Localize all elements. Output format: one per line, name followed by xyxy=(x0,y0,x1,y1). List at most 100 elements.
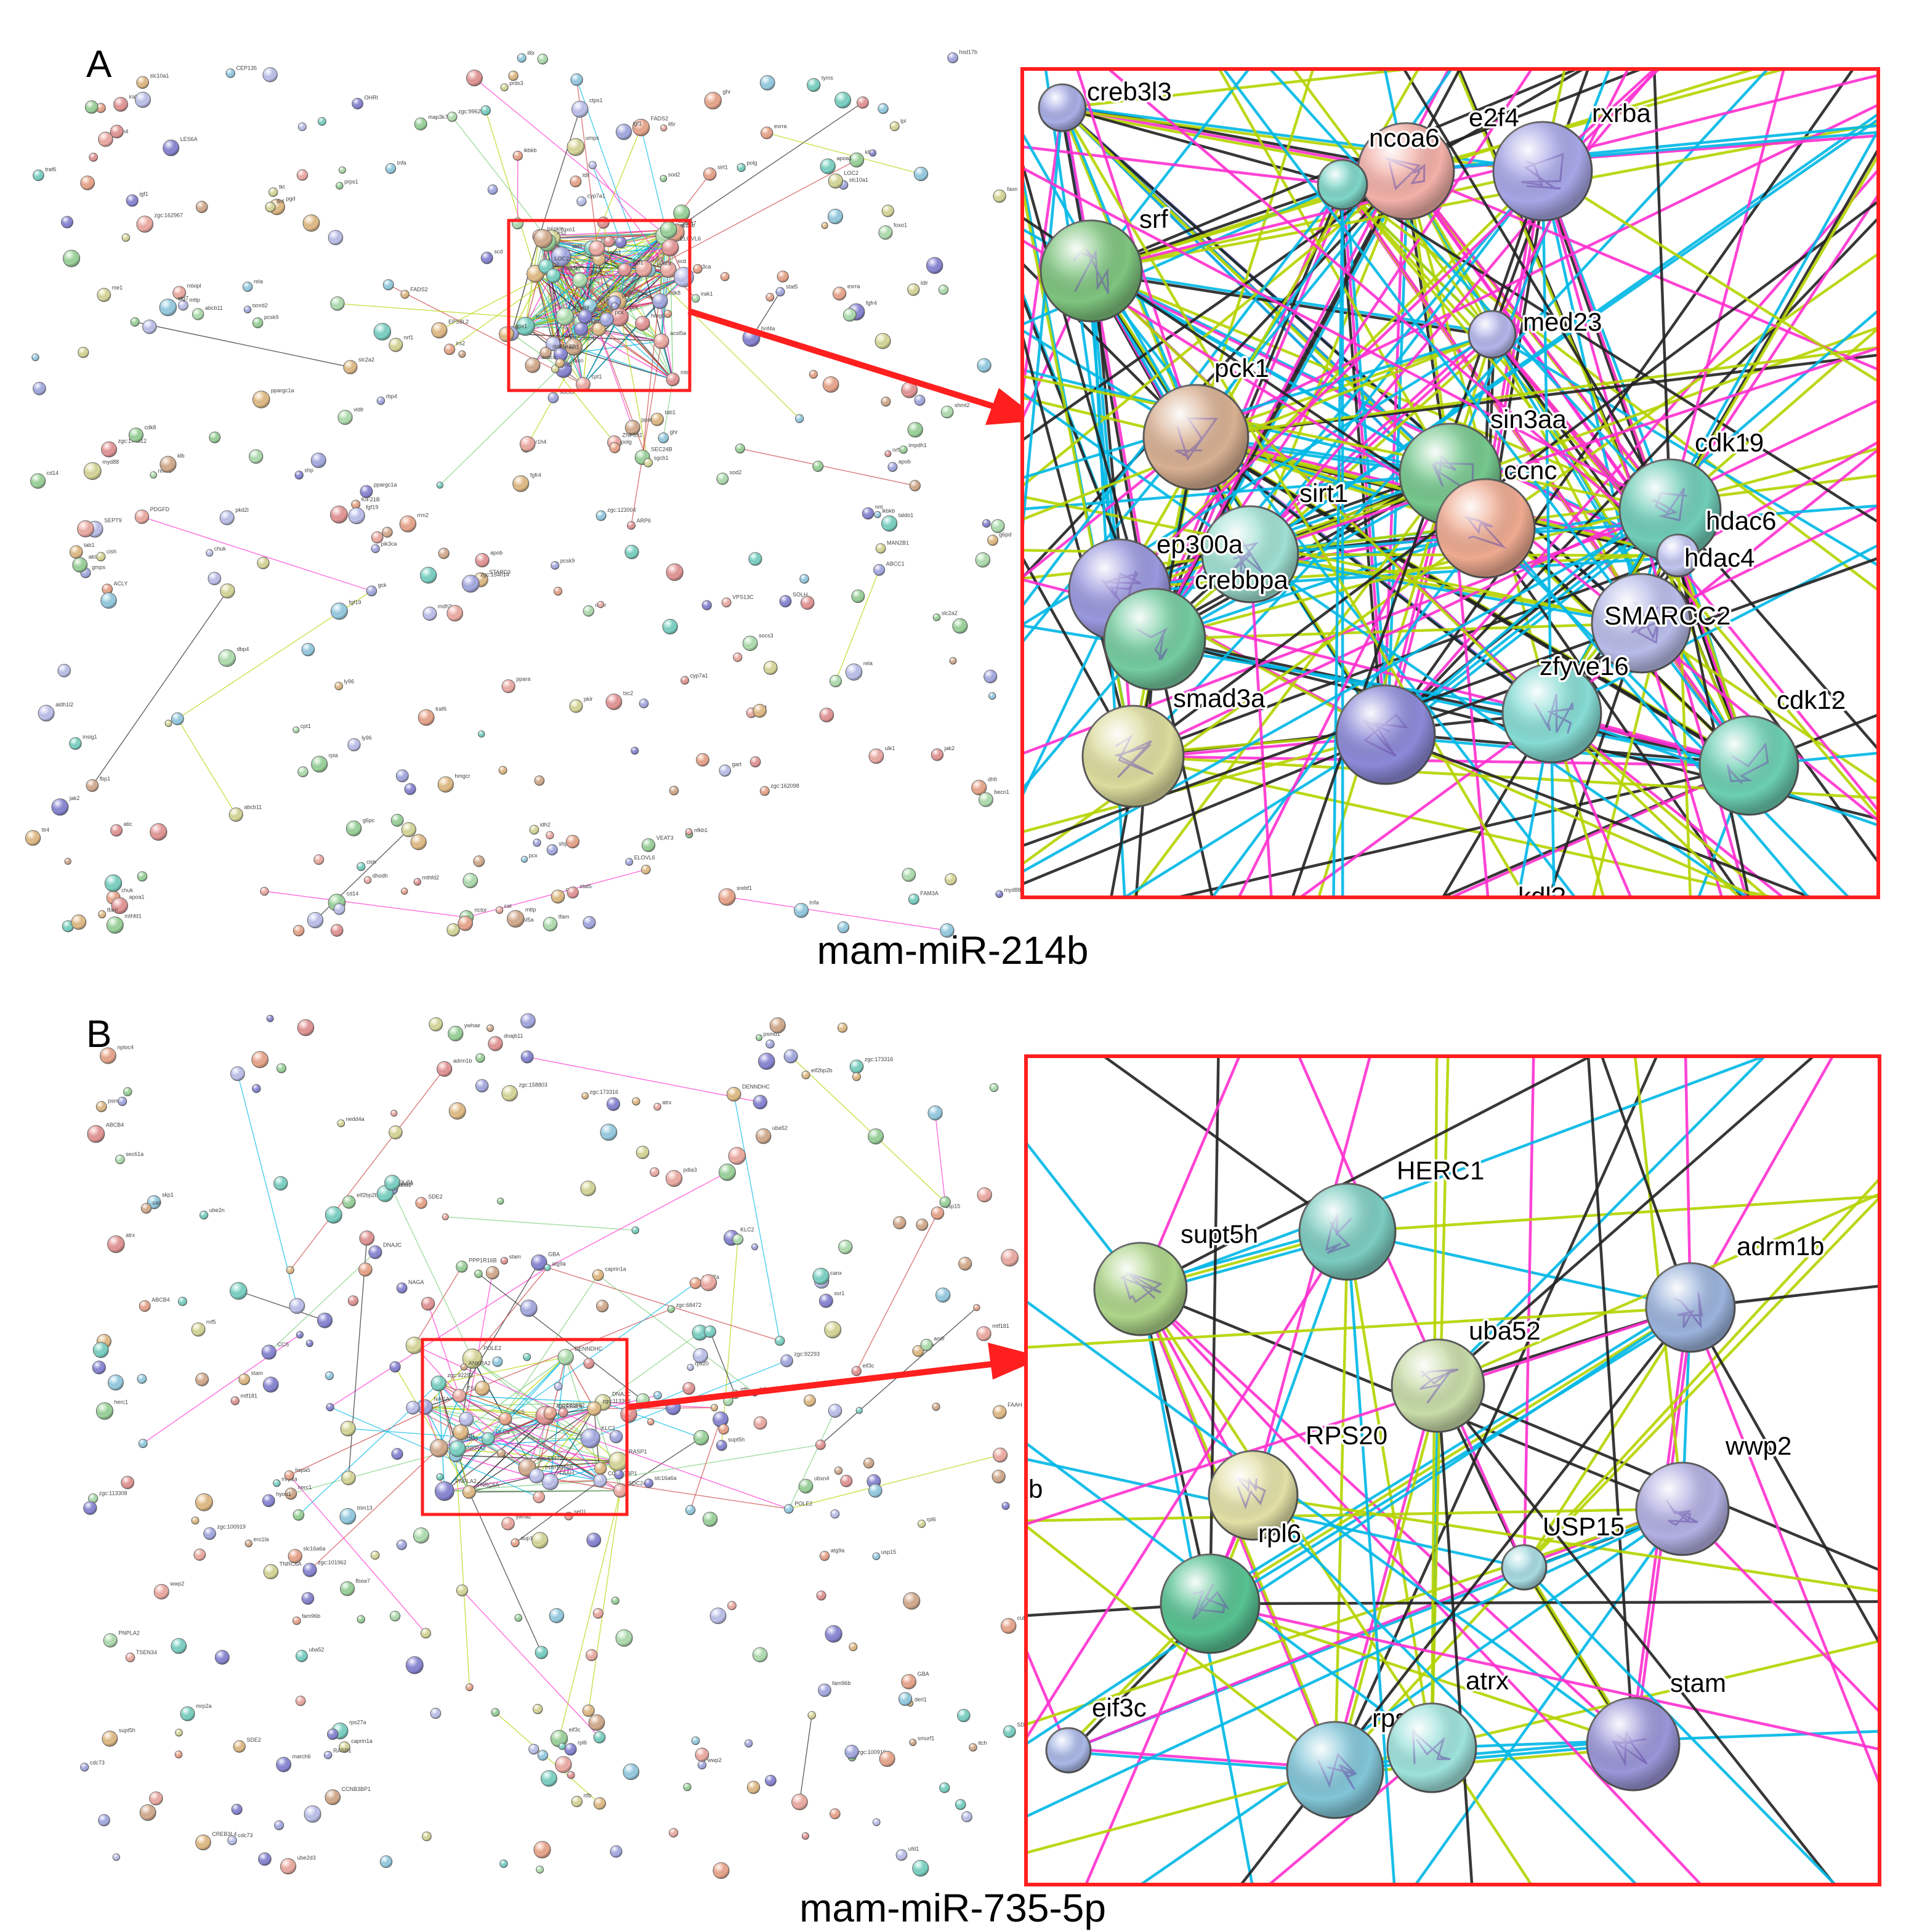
overview-node-label: atg9a xyxy=(831,1548,845,1554)
node-creb3l3[interactable]: creb3l3 xyxy=(1038,75,1174,132)
node-RPS20[interactable]: RPS20 xyxy=(1304,1419,1390,1452)
node-pck1[interactable]: pck1 xyxy=(1142,352,1271,491)
node-bottom_cut[interactable]: kdl? xyxy=(1516,880,1568,911)
zoom-edge xyxy=(1250,474,1878,556)
overview-node-label: polg xyxy=(621,439,632,445)
overview-node-label: gpx1 xyxy=(515,323,527,329)
node-stam[interactable]: stam xyxy=(1586,1667,1729,1792)
node-gloss xyxy=(1620,459,1721,560)
overview-node-label: apoa1 xyxy=(836,155,852,161)
node-label: rxrba xyxy=(1592,99,1651,127)
node-hdac4[interactable]: hdac4 xyxy=(1656,533,1757,578)
overview-node-label: cd14 xyxy=(347,891,359,897)
node-ncoa6[interactable]: ncoa6 xyxy=(1357,121,1455,220)
node-atrx[interactable]: atrx xyxy=(1386,1664,1511,1793)
overview-node-label: SDE2 xyxy=(428,1194,443,1200)
overview-node-label: foxo1 xyxy=(562,226,575,232)
overview-node-label: rps20 xyxy=(399,1181,413,1187)
node-teal_ball[interactable] xyxy=(1160,1553,1261,1654)
node-gloss xyxy=(1094,1243,1187,1335)
overview-node-label: usp15 xyxy=(881,1549,897,1555)
overview-node-label: map3k7 xyxy=(428,114,448,120)
node-HERC1[interactable]: HERC1 xyxy=(1298,1154,1487,1281)
node-cdk19[interactable]: cdk19 xyxy=(1618,426,1766,562)
overview-node-label: txnrd2 xyxy=(252,302,268,309)
overview-node-label: ghr xyxy=(722,89,730,95)
node-rpl6[interactable]: rpl6 xyxy=(1208,1450,1304,1550)
node-eif3c[interactable]: eif3c xyxy=(1045,1691,1149,1774)
node-smad3a[interactable]: smad3a xyxy=(1081,682,1268,808)
overview-node-label: DENNDHC xyxy=(742,1083,770,1089)
panel-a-caption: mam-miR-214b xyxy=(817,928,1089,972)
overview-node-label: stat5 xyxy=(579,883,592,889)
node-supt5h[interactable]: supt5h xyxy=(1093,1218,1261,1336)
zoom-edge xyxy=(1106,69,1679,557)
node-wwp2[interactable]: wwp2 xyxy=(1635,1429,1794,1556)
node-crebbpa[interactable]: crebbpa xyxy=(1103,564,1291,691)
node-USP15[interactable]: USP15 xyxy=(1501,1510,1627,1591)
node-blueball[interactable] xyxy=(1335,684,1436,785)
node-gloss xyxy=(1387,1704,1476,1792)
overview-nodes: ABCC1acsl5asgcb1dbp4vldlrcdk8hsd17brbp4g… xyxy=(25,49,1021,938)
overview-node-label: gart xyxy=(732,761,742,767)
zoom-edge xyxy=(1341,184,1878,820)
node-left_cut[interactable]: b xyxy=(1027,1473,1045,1506)
overview-network-b: POLE2NAGATNRC6APNPLA2CCSDENNDHCzgc:15880… xyxy=(80,1013,1038,1879)
node-zfyve16[interactable]: zfyve16 xyxy=(1501,650,1631,764)
overview-node-label: prps1 xyxy=(344,179,358,185)
node-e2f4[interactable]: e2f4 xyxy=(1467,101,1522,134)
overview-node-label: chuk xyxy=(214,546,227,552)
overview-node-label: cul1a xyxy=(1017,1615,1031,1621)
node-gloss xyxy=(1041,220,1142,321)
overview-node-label: aup1 xyxy=(520,1535,533,1541)
zoom-edge xyxy=(1341,184,1878,524)
node-ccnc[interactable]: ccnc xyxy=(1435,454,1559,579)
node-SMARCC2[interactable]: SMARCC2 xyxy=(1591,573,1733,674)
overview-node-label: RASP1 xyxy=(629,1449,647,1455)
overview-node-label: impdh1 xyxy=(908,442,927,448)
node-n_e2f4[interactable] xyxy=(1317,159,1368,211)
node-sirt1[interactable]: sirt1 xyxy=(1201,477,1351,604)
overview-node-label: CCS xyxy=(277,1341,289,1348)
overview-node-label: zgc:173316 xyxy=(865,1056,894,1062)
node-cdk12[interactable]: cdk12 xyxy=(1698,684,1848,816)
node-srf[interactable]: srf xyxy=(1040,203,1170,323)
overview-node-label: cat xyxy=(504,903,512,909)
node-adrm1b[interactable]: adrm1b xyxy=(1645,1230,1827,1353)
zoom-edge xyxy=(1250,346,1878,556)
node-ep300a[interactable]: ep300a xyxy=(1068,528,1245,642)
zoom-edge xyxy=(1209,1306,1692,1605)
zoom-edge xyxy=(1484,527,1851,897)
overview-node-label: vldlr xyxy=(353,406,364,413)
zoom-edge xyxy=(1252,1494,1639,1885)
overview-node-label: dbp4 xyxy=(236,646,249,652)
node-label: kdl? xyxy=(1518,882,1565,911)
node-label: wwp2 xyxy=(1725,1431,1791,1460)
zoom-edge xyxy=(1064,108,1545,175)
node-gloss xyxy=(1502,1545,1546,1590)
node-gloss xyxy=(1436,479,1535,578)
overview-node-label: pgd xyxy=(286,195,295,201)
overview-node-label: PNPLA2 xyxy=(118,1630,140,1636)
overview-node-label: rbp4 xyxy=(583,335,594,341)
zoom-edge xyxy=(1026,1507,1683,1819)
node-uba52[interactable]: uba52 xyxy=(1391,1314,1543,1433)
node-med23[interactable]: med23 xyxy=(1468,305,1604,359)
overview-node-label: pdia3 xyxy=(684,1166,697,1173)
overview-node-label: tsc2 xyxy=(536,313,546,320)
overview-node-label: socs3 xyxy=(759,633,773,639)
overview-node-label: ikbkb xyxy=(882,507,895,514)
overview-edges xyxy=(92,78,948,931)
zoom-edge xyxy=(1139,1288,1212,1604)
overview-node-label: STARD3 xyxy=(489,569,511,575)
node-sin3aa[interactable]: sin3aa xyxy=(1399,403,1569,526)
node-gloss xyxy=(1636,1463,1729,1555)
overview-node-label: sgcb1 xyxy=(654,455,669,461)
overview-node-label: NAGA xyxy=(408,1279,424,1285)
overview-node-label: atrx xyxy=(126,1232,135,1238)
overview-node-label: acsl5a xyxy=(517,917,533,923)
node-hdac6[interactable]: hdac6 xyxy=(1704,504,1779,538)
node-rxrba[interactable]: rxrba xyxy=(1492,97,1654,222)
node-label: med23 xyxy=(1523,307,1602,336)
